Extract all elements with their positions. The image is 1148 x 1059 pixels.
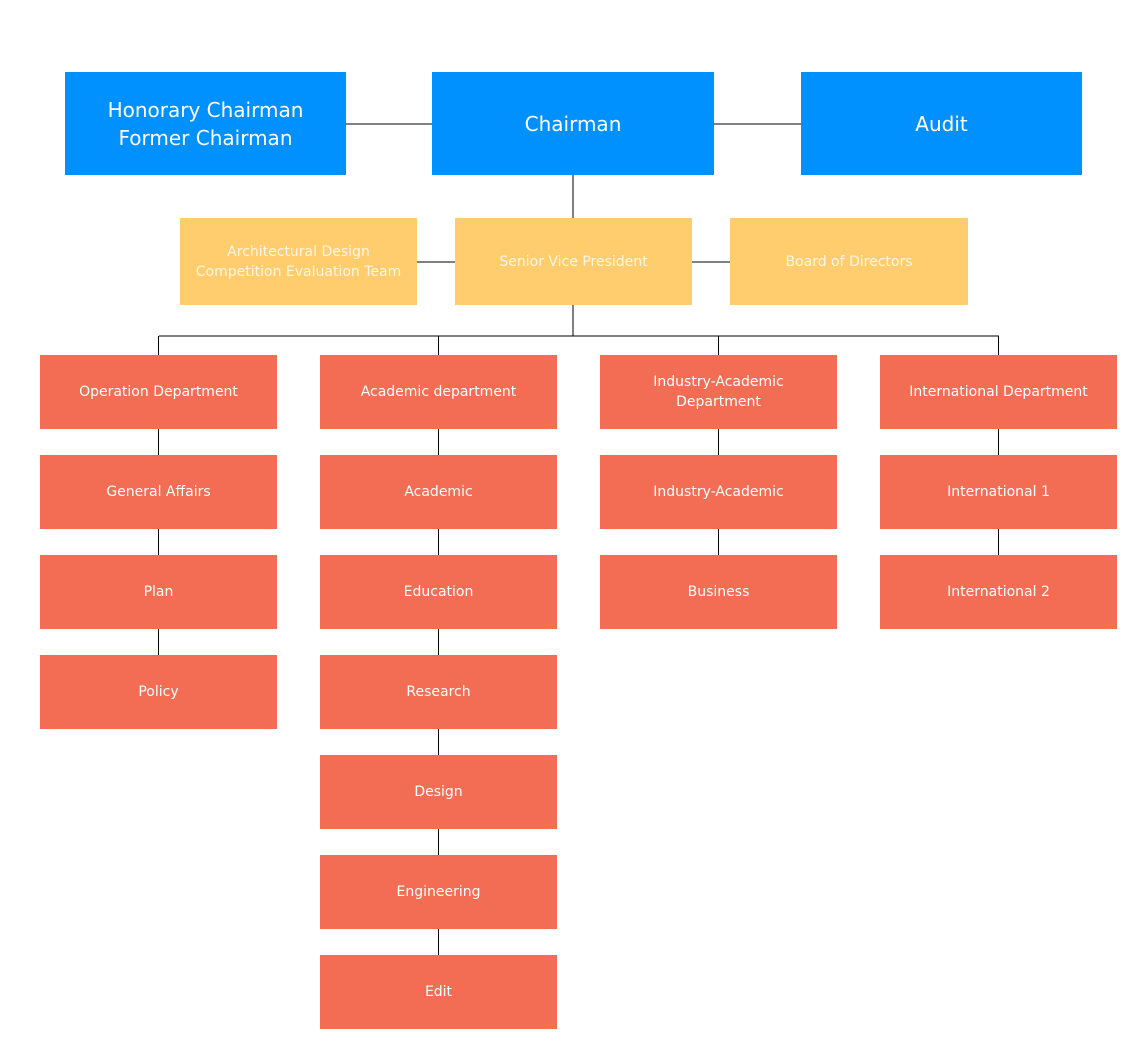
box-unit-academic-5: Edit — [320, 955, 557, 1029]
box-unit-academic-3-label: Design — [414, 784, 463, 800]
box-dept-operation: Operation Department — [40, 355, 277, 429]
box-unit-academic-2-label: Research — [406, 684, 471, 700]
box-unit-industry-0: Industry-Academic — [600, 455, 837, 529]
box-unit-international-0: International 1 — [880, 455, 1117, 529]
box-dept-industry-label: Department — [676, 394, 761, 410]
box-chairman-label: Chairman — [524, 111, 622, 136]
box-audit: Audit — [801, 72, 1082, 175]
box-senior-vice-president: Senior Vice President — [455, 218, 692, 305]
box-honorary-chairman-label: Honorary Chairman — [107, 97, 304, 122]
box-unit-academic-1: Education — [320, 555, 557, 629]
box-unit-international-1: International 2 — [880, 555, 1117, 629]
box-unit-international-1-label: International 2 — [947, 584, 1050, 600]
box-board-of-directors: Board of Directors — [730, 218, 968, 305]
box-dept-academic-label: Academic department — [360, 384, 517, 400]
box-unit-academic-4-label: Engineering — [396, 884, 481, 900]
box-dept-operation-label: Operation Department — [79, 384, 238, 400]
box-unit-international-0-label: International 1 — [947, 484, 1050, 500]
box-unit-operation-0-label: General Affairs — [106, 484, 211, 500]
box-unit-academic-3: Design — [320, 755, 557, 829]
box-dept-industry-label: Industry-Academic — [653, 374, 784, 390]
box-chairman: Chairman — [432, 72, 714, 175]
box-honorary-chairman-label: Former Chairman — [118, 125, 293, 150]
box-board-of-directors-label: Board of Directors — [785, 253, 913, 270]
box-unit-academic-0-label: Academic — [404, 484, 473, 500]
box-unit-academic-0: Academic — [320, 455, 557, 529]
box-unit-operation-1: Plan — [40, 555, 277, 629]
box-dept-academic: Academic department — [320, 355, 557, 429]
box-architectural-team-label: Architectural Design — [227, 243, 370, 260]
box-unit-operation-2-label: Policy — [138, 684, 179, 700]
box-unit-academic-1-label: Education — [403, 584, 474, 600]
box-senior-vice-president-label: Senior Vice President — [499, 253, 648, 270]
box-unit-academic-4: Engineering — [320, 855, 557, 929]
box-unit-operation-2: Policy — [40, 655, 277, 729]
box-audit-label: Audit — [915, 111, 968, 136]
box-unit-industry-1-label: Business — [687, 584, 750, 600]
box-unit-operation-0: General Affairs — [40, 455, 277, 529]
box-unit-academic-5-label: Edit — [424, 984, 453, 1000]
connector-lines — [158, 123, 999, 955]
box-dept-international-label: International Department — [909, 384, 1088, 400]
box-unit-industry-1: Business — [600, 555, 837, 629]
box-unit-industry-0-label: Industry-Academic — [653, 484, 784, 500]
box-dept-international: International Department — [880, 355, 1117, 429]
box-architectural-team-label: Competition Evaluation Team — [195, 263, 402, 280]
box-unit-operation-1-label: Plan — [143, 584, 174, 600]
box-unit-academic-2: Research — [320, 655, 557, 729]
